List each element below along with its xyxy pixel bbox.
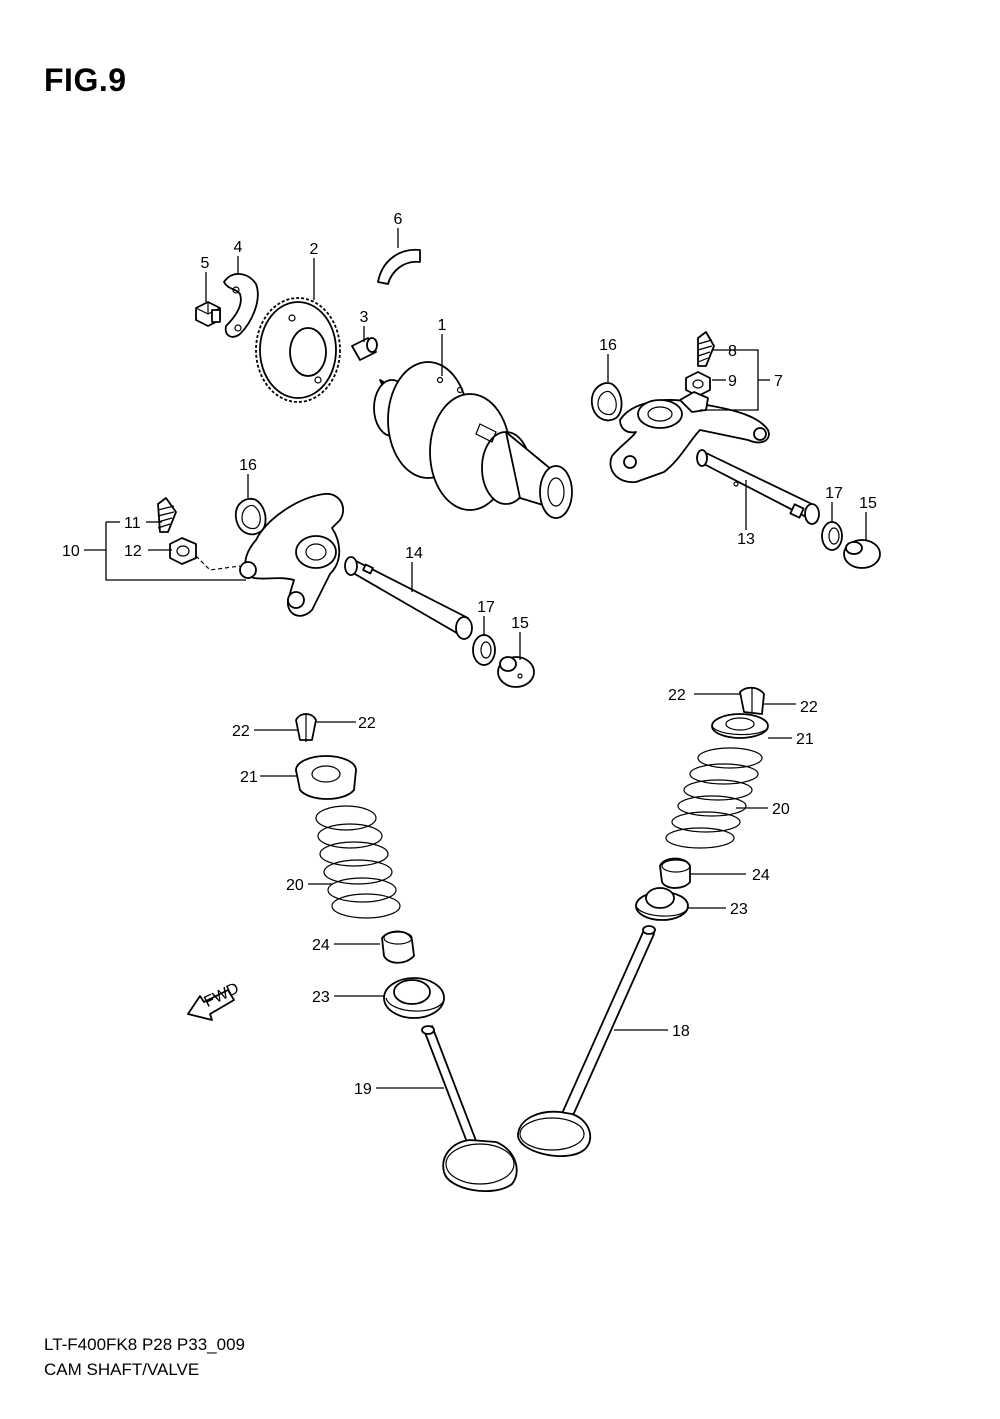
callout-17-right: 17 [825,485,843,502]
callout-12: 12 [124,543,142,560]
part-15-cap-bolt-right [843,539,881,569]
leader-lines [84,228,867,1089]
part-21-retainer-left [295,755,357,800]
callout-22-right-b: 22 [800,699,818,716]
callout-22-left-a: 22 [232,723,250,740]
part-20-valve-spring-right [665,747,763,849]
callout-17-left: 17 [477,599,495,616]
callout-21-left: 21 [240,769,258,786]
callout-8: 8 [728,343,737,360]
part-10-rocker-arm-left [195,493,345,617]
callout-10: 10 [62,543,80,560]
callout-14: 14 [405,545,423,562]
part-2-cam-sprocket [255,297,341,403]
callout-20-right: 20 [772,801,790,818]
callout-3: 3 [360,309,369,326]
callout-5: 5 [201,255,210,272]
callout-4: 4 [234,239,243,256]
part-16-gasket-right [591,382,623,422]
part-8-adjusting-screw [697,331,715,367]
callout-20-left: 20 [286,877,304,894]
part-23-seat-right [635,887,689,921]
callout-1: 1 [438,317,447,334]
part-20-valve-spring-left [315,805,401,919]
callout-11: 11 [124,515,141,532]
part-5-bolt [195,301,221,327]
part-15-cap-bolt-left [497,656,535,688]
part-18-valve-right [517,925,656,1158]
callout-2: 2 [310,241,319,258]
part-12-nut [169,537,197,565]
callout-labels: 6 2 4 5 3 1 8 9 7 16 13 17 15 16 10 11 1… [62,211,877,1098]
callout-6: 6 [394,211,403,228]
callout-15-left: 15 [511,615,529,632]
callout-21-right: 21 [796,731,814,748]
part-22-cotters-left [295,713,317,742]
callout-22-right-a: 22 [668,687,686,704]
fwd-arrow-icon: FWD [187,980,242,1021]
part-6-clip [377,248,421,285]
callout-15-right: 15 [859,495,877,512]
part-19-valve-left [421,1025,518,1192]
part-7-rocker-arm-right [609,391,770,483]
part-21-retainer-right [711,713,769,739]
part-24-oil-seal-right [659,857,691,889]
part-17-o-ring-left [472,634,496,666]
figure-title: FIG.9 [44,62,127,98]
part-9-nut [685,371,711,397]
callout-9: 9 [728,373,737,390]
part-3-pin [351,337,378,361]
callout-23-right: 23 [730,901,748,918]
callout-16-left: 16 [239,457,257,474]
callout-7: 7 [774,373,783,390]
callout-16-right: 16 [599,337,617,354]
part-1-camshaft [373,361,573,519]
callout-24-left: 24 [312,937,330,954]
part-14-rocker-shaft-left [344,556,473,640]
part-16-gasket-left [235,497,267,536]
callout-13: 13 [737,531,755,548]
part-13-rocker-shaft-right [696,449,820,525]
part-11-adjusting-screw [157,497,177,533]
part-22-cotters-right [739,686,765,715]
callout-22-left-b: 22 [358,715,376,732]
part-23-seat-left [383,977,445,1019]
part-17-o-ring-right [821,521,843,551]
part-4-plate [223,273,259,338]
callout-19: 19 [354,1081,372,1098]
callout-24-right: 24 [752,867,770,884]
part-24-oil-seal-left [381,930,415,964]
section-name: CAM SHAFT/VALVE [44,1360,200,1379]
model-code: LT-F400FK8 P28 P33_009 [44,1335,245,1354]
callout-18: 18 [672,1023,690,1040]
callout-23-left: 23 [312,989,330,1006]
